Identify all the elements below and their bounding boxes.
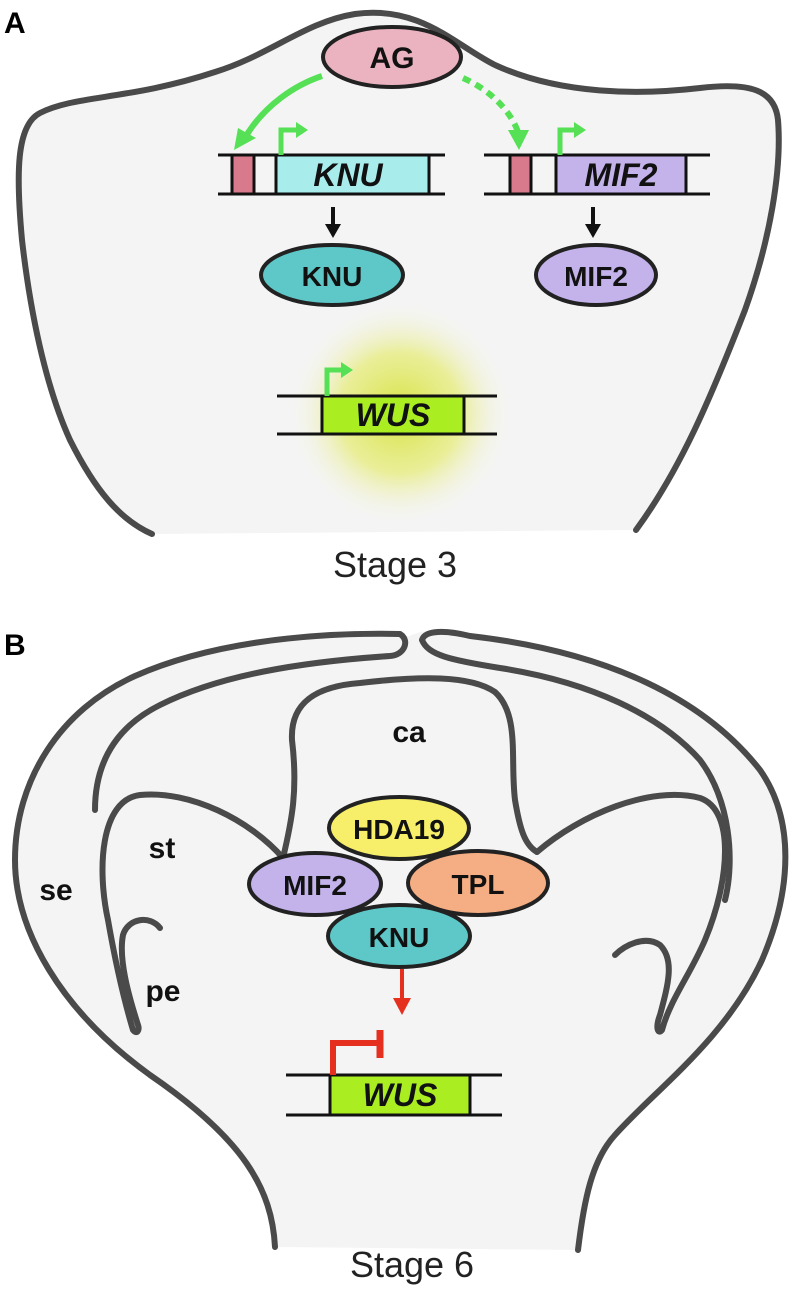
mif2-tss-arrowhead bbox=[574, 122, 586, 138]
mif2-tss-arrow bbox=[557, 127, 576, 155]
wus-gene-box-stage6 bbox=[328, 1073, 472, 1117]
ag-to-mif2-activation-arrow bbox=[461, 75, 521, 134]
stamen-label: st bbox=[149, 832, 176, 865]
panel-b: B ca st se pe MIF2 TPL HDA19 bbox=[4, 628, 789, 1285]
panel-a-letter: A bbox=[4, 7, 26, 40]
left-sepal-outline bbox=[12, 630, 409, 1250]
mif2-complex-protein bbox=[247, 851, 383, 917]
mif2-protein bbox=[534, 243, 658, 307]
carpel-label: ca bbox=[392, 716, 426, 749]
left-stamen-outline bbox=[99, 791, 286, 1036]
wus-tss-arrow-stage3 bbox=[324, 367, 343, 396]
wus-gene-box-stage3 bbox=[320, 394, 466, 436]
petal-label: pe bbox=[145, 975, 180, 1008]
ag-to-knu-arrowhead bbox=[234, 128, 256, 150]
stage6-label: Stage 6 bbox=[350, 1244, 474, 1285]
panel-a: A AG KNU bbox=[4, 7, 782, 585]
mif2-gene-label: MIF2 bbox=[585, 157, 658, 193]
panel-b-letter: B bbox=[4, 629, 26, 662]
right-stamen-outline bbox=[534, 791, 728, 1035]
wus-gene-stage3: WUS bbox=[277, 362, 497, 436]
carpel-outline bbox=[280, 675, 540, 861]
mif2-complex-label: MIF2 bbox=[283, 870, 347, 901]
right-sepal-outline bbox=[419, 628, 789, 1253]
ag-protein-label: AG bbox=[370, 42, 415, 75]
hda19-complex-label: HDA19 bbox=[353, 814, 445, 845]
knu-gene-box bbox=[274, 153, 431, 196]
knu-gene-label: KNU bbox=[313, 157, 383, 193]
mif2-protein-label: MIF2 bbox=[564, 261, 628, 292]
ag-protein bbox=[321, 25, 463, 89]
mif2-expression-arrowhead bbox=[585, 224, 601, 238]
wus-gene-label-stage6: WUS bbox=[363, 1077, 438, 1113]
knu-tss-arrowhead bbox=[296, 122, 308, 138]
wus-gene-label-stage3: WUS bbox=[356, 397, 431, 433]
ag-to-mif2-arrowhead bbox=[508, 130, 529, 150]
tpl-complex-label: TPL bbox=[452, 869, 505, 900]
complex-to-wus-arrowhead bbox=[393, 998, 411, 1015]
mif2-gene-box bbox=[554, 153, 688, 196]
mif2-ag-binding-site bbox=[508, 153, 533, 196]
hda19-complex-protein bbox=[327, 795, 471, 861]
sepal-label: se bbox=[39, 874, 72, 907]
tpl-complex-protein bbox=[406, 849, 550, 917]
wus-tss-arrowhead-stage3 bbox=[341, 362, 353, 378]
wus-gene-stage6: WUS bbox=[286, 1030, 502, 1117]
knu-protein-label: KNU bbox=[302, 261, 363, 292]
wus-repression-symbol bbox=[330, 1040, 378, 1075]
knu-expression-arrowhead bbox=[325, 224, 341, 238]
stage3-label: Stage 3 bbox=[333, 544, 457, 585]
knu-tss-arrow bbox=[278, 127, 298, 155]
knu-complex-label: KNU bbox=[369, 922, 430, 953]
knu-gene: KNU bbox=[218, 122, 445, 196]
ag-to-knu-activation-arrow bbox=[243, 73, 323, 138]
knu-complex-protein bbox=[326, 903, 472, 969]
knu-protein bbox=[259, 243, 405, 307]
mif2-gene: MIF2 bbox=[484, 122, 710, 196]
knu-ag-binding-site bbox=[230, 153, 256, 196]
repressor-complex: MIF2 TPL HDA19 KNU bbox=[247, 795, 550, 969]
